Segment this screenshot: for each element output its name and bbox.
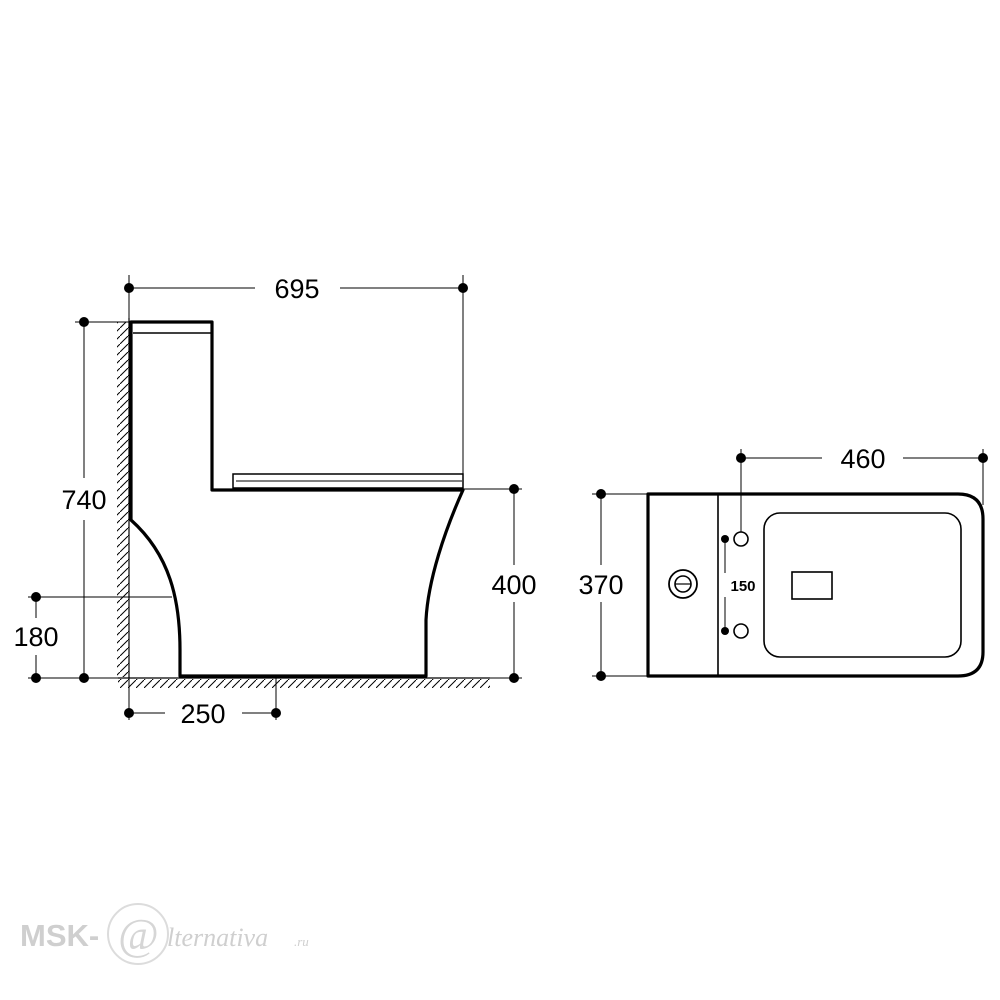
watermark-at-circle [107, 903, 169, 965]
top-view: 150 460 370 [578, 444, 988, 681]
dim-label-740: 740 [61, 485, 106, 515]
dim-label-180: 180 [13, 622, 58, 652]
wall-hatching [117, 322, 129, 677]
dim-dot [124, 708, 134, 718]
dim-label-460: 460 [840, 444, 885, 474]
side-view: 695 740 180 400 250 [13, 274, 536, 729]
dim-dot [79, 317, 89, 327]
dim-dot [509, 673, 519, 683]
dim-dot [596, 489, 606, 499]
dim-dot [31, 673, 41, 683]
dim-dot [271, 708, 281, 718]
dim-dot [124, 283, 134, 293]
dim-dot [978, 453, 988, 463]
dim-dot [31, 592, 41, 602]
floor-hatching [118, 679, 490, 688]
dim-label-150: 150 [730, 578, 755, 595]
dim-dot [596, 671, 606, 681]
dim-dot [509, 484, 519, 494]
hinge-hole-bottom [733, 623, 749, 639]
watermark-script: lternativa [167, 923, 268, 952]
watermark: MSK- @ lternativa .ru [20, 903, 309, 965]
dim-label-370: 370 [578, 570, 623, 600]
seat-opening [763, 512, 962, 658]
watermark-prefix: MSK- [20, 918, 99, 953]
dim-dot [458, 283, 468, 293]
toilet-side-outline [129, 320, 465, 678]
drain-square [791, 571, 833, 600]
dim-label-250: 250 [180, 699, 225, 729]
watermark-suffix: .ru [294, 934, 309, 949]
dim-dot [736, 453, 746, 463]
watermark-at: @ [118, 910, 158, 959]
dim-label-400: 400 [491, 570, 536, 600]
hinge-hole-top [733, 531, 749, 547]
dim-label-695: 695 [274, 274, 319, 304]
